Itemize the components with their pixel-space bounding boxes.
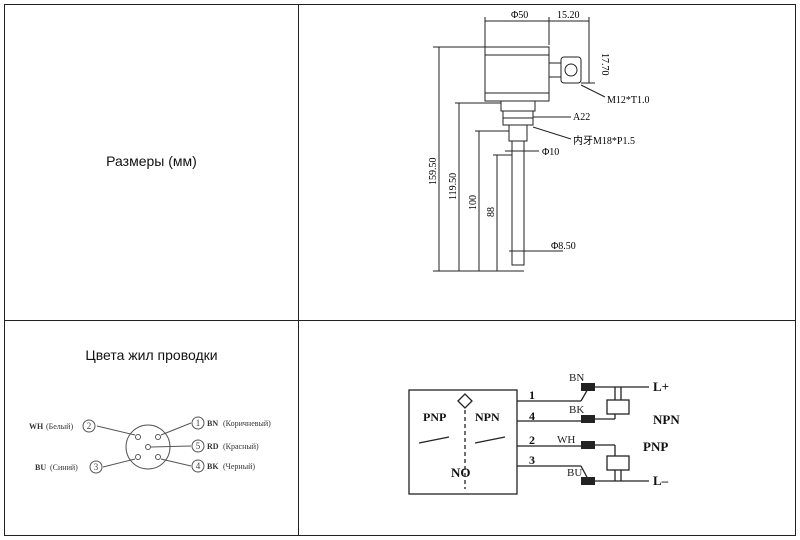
color-bn: BN [569, 372, 584, 384]
pin-bk-name: (Черный) [223, 462, 255, 471]
terminal-lplus: L+ [653, 379, 669, 394]
pin-bn-num: 1 [196, 418, 201, 428]
pin-bk-code: BK [207, 462, 219, 471]
dim-d10: Φ10 [542, 147, 559, 158]
dim-159-50: 159.50 [428, 158, 439, 186]
wire-3: 3 [529, 453, 535, 467]
dim-m12: M12*T1.0 [607, 95, 650, 106]
dim-17-70: 17.70 [599, 53, 610, 76]
dim-d8-50: Φ8.50 [551, 241, 576, 252]
dim-m18: 内牙M18*P1.5 [573, 134, 635, 147]
wire-4: 4 [529, 409, 535, 423]
pin-bu-code: BU [35, 463, 46, 472]
wiring-label: Цвета жил проводки [85, 347, 218, 363]
label-npn: NPN [475, 410, 500, 424]
dimension-drawing: Φ50 15.20 17.70 M12*T1.0 A22 内牙M18*P1.5 … [428, 10, 650, 272]
dim-119-50: 119.50 [448, 173, 459, 200]
terminal-lminus: L– [653, 473, 669, 488]
wire-2: 2 [529, 433, 535, 447]
pin-rd-name: (Красный) [223, 442, 259, 451]
color-wh: WH [557, 434, 575, 446]
dim-a22: A22 [573, 112, 590, 123]
color-bk: BK [569, 404, 584, 416]
pin-rd-code: RD [207, 442, 219, 451]
label-pnp: PNP [423, 410, 446, 424]
pin-bu-num: 3 [94, 462, 99, 472]
column-divider [298, 5, 299, 535]
pin-bn-name: (Коричневый) [223, 419, 271, 428]
pin-rd-num: 5 [196, 441, 201, 451]
label-no: NO [451, 465, 471, 480]
terminal-pnp: PNP [643, 439, 668, 454]
row-divider [5, 320, 795, 321]
spec-table: Размеры (мм) Цвета жил проводки [4, 4, 796, 536]
pin-wh-name: (Белый) [46, 422, 73, 431]
pin-wh-code: WH [29, 422, 44, 431]
wire-1: 1 [529, 388, 535, 402]
dim-15-20: 15.20 [557, 10, 580, 21]
terminal-npn: NPN [653, 412, 680, 427]
pin-bu-name: (Синий) [50, 463, 78, 472]
pin-diagram: WH (Белый) BU (Синий) BN (Коричневый) RD… [29, 416, 271, 474]
pin-bn-code: BN [207, 419, 218, 428]
circuit-diagram: PNP NPN NO 1 4 2 3 L+ NPN PNP L– BN BK W… [408, 372, 680, 495]
dim-d50: Φ50 [511, 10, 528, 21]
pin-wh-num: 2 [87, 421, 92, 431]
pin-bk-num: 4 [196, 461, 201, 471]
dim-100: 100 [468, 195, 479, 210]
color-bu: BU [567, 467, 582, 479]
dim-88: 88 [486, 207, 497, 217]
dimensions-label: Размеры (мм) [106, 153, 197, 169]
